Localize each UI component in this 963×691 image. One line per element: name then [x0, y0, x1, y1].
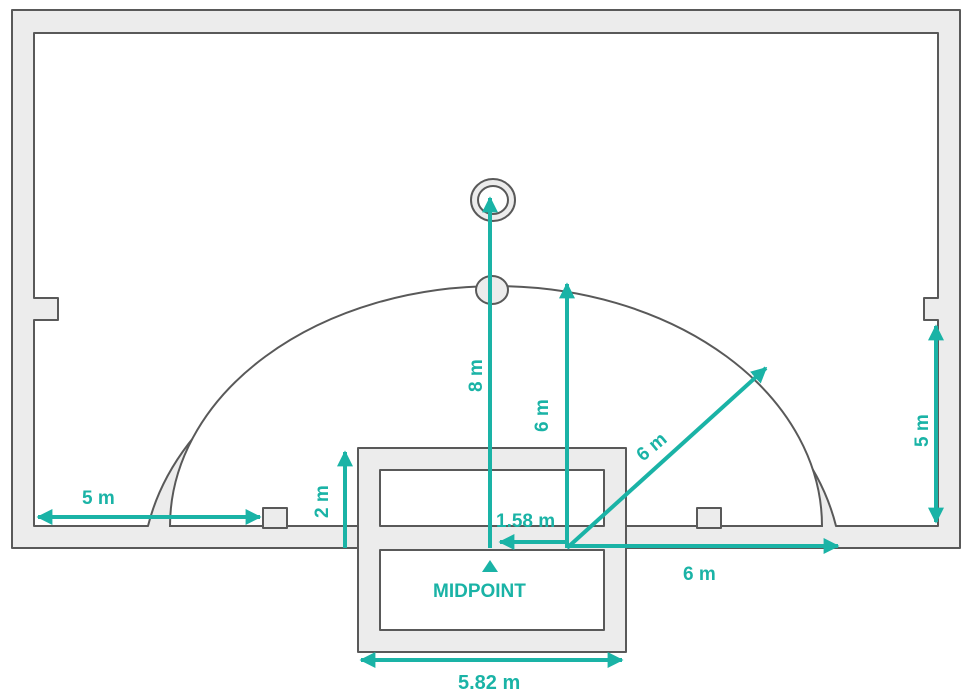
label-box-width: 5.82 m	[458, 672, 520, 691]
label-offset: 1.58 m	[496, 511, 555, 532]
label-hoop-distance: 8 m	[466, 359, 487, 392]
label-baseline-right: 6 m	[683, 564, 716, 585]
midpoint-triangle-icon	[482, 560, 498, 572]
hoop-center	[477, 185, 509, 215]
label-arc-height: 6 m	[532, 399, 553, 432]
label-baseline-left: 5 m	[82, 488, 115, 509]
key-box	[357, 447, 627, 653]
post-right	[696, 507, 722, 529]
label-box-height: 2 m	[312, 485, 333, 518]
label-midpoint: MIDPOINT	[433, 581, 526, 602]
label-side-height: 5 m	[912, 414, 933, 447]
arc-radius-arrow	[565, 366, 768, 550]
post-left	[262, 507, 288, 529]
